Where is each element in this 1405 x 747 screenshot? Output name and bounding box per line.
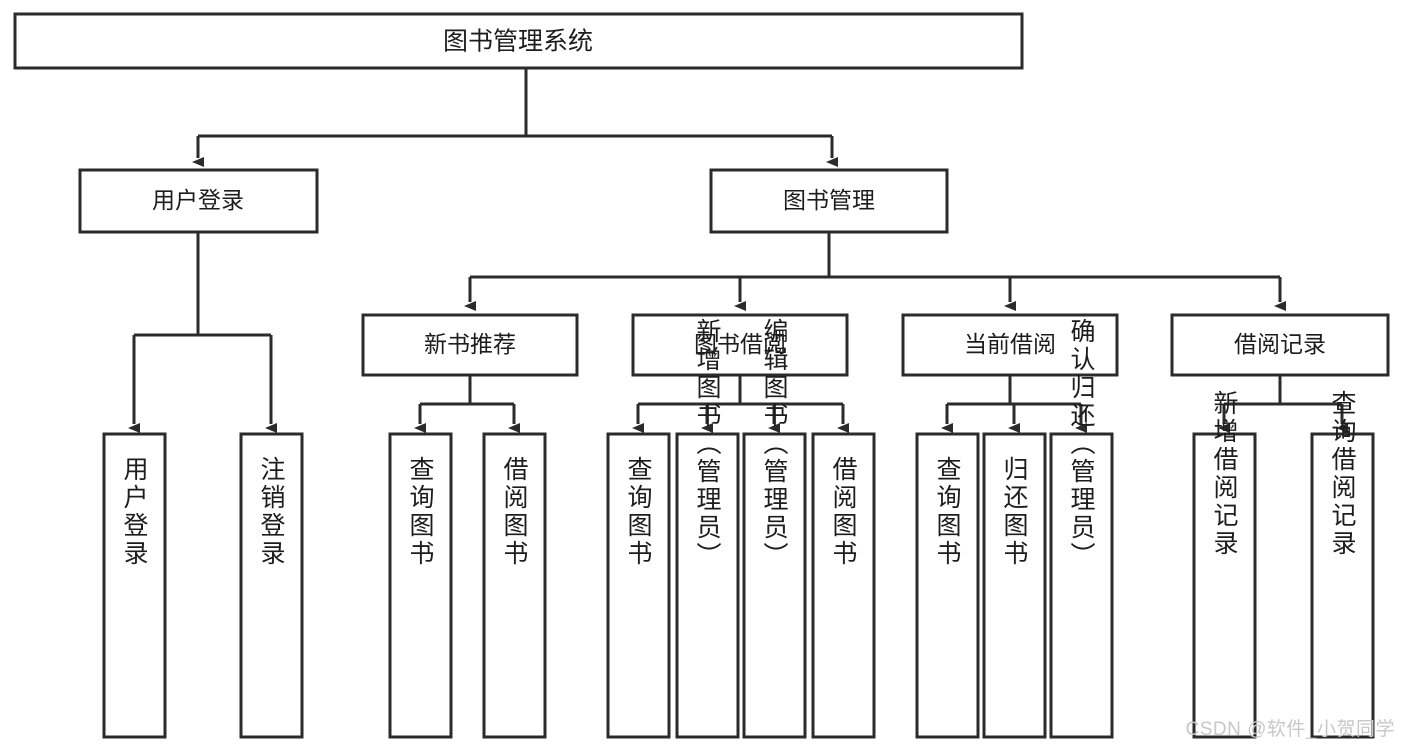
node-new-book-recommend[interactable]: 新书推荐 [361, 313, 579, 377]
leaf-borrow-book-2-label: 借阅图书 [829, 456, 858, 568]
node-current-borrow-label: 当前借阅 [964, 331, 1056, 357]
node-book-manage[interactable]: 图书管理 [709, 168, 949, 234]
node-user-login-label: 用户登录 [152, 187, 244, 213]
leaf-edit-book-label: 编辑图书（管理员） [760, 318, 789, 570]
leaf-user-login-label: 用户登录 [120, 456, 149, 568]
leaf-query-book-1[interactable]: 查询图书 [388, 432, 453, 739]
edge-borrow-record-to-leaves [1218, 375, 1348, 433]
leaf-query-record[interactable]: 查询借阅记录 [1310, 390, 1375, 739]
leaf-query-record-label: 查询借阅记录 [1328, 390, 1357, 558]
edge-book-borrow-to-leaves [632, 375, 849, 433]
leaf-add-record-label: 新增借阅记录 [1210, 390, 1239, 558]
leaf-query-book-3-label: 查询图书 [933, 456, 962, 568]
node-book-borrow[interactable]: 图书借阅 [631, 313, 849, 377]
leaf-return-book[interactable]: 归还图书 [982, 432, 1047, 739]
edge-current-borrow-to-leaves [941, 375, 1087, 433]
node-new-book-recommend-label: 新书推荐 [424, 331, 516, 357]
leaf-confirm-return[interactable]: 确认归还（管理员） [1049, 318, 1114, 739]
node-borrow-record[interactable]: 借阅记录 [1170, 313, 1390, 377]
leaf-return-book-label: 归还图书 [1000, 456, 1029, 568]
leaf-query-book-1-label: 查询图书 [406, 456, 435, 568]
edge-user-login-to-leaves [128, 232, 277, 433]
node-root[interactable]: 图书管理系统 [13, 12, 1024, 70]
leaf-edit-book[interactable]: 编辑图书（管理员） [742, 318, 807, 739]
edge-new-book-recommend-to-leaves [414, 375, 520, 433]
leaf-borrow-book-2[interactable]: 借阅图书 [811, 432, 876, 739]
leaf-add-book[interactable]: 新增图书（管理员） [675, 318, 740, 739]
leaf-logout-login-label: 注销登录 [257, 456, 286, 568]
leaf-query-book-2-label: 查询图书 [624, 456, 653, 568]
leaf-query-book-3[interactable]: 查询图书 [915, 432, 980, 739]
leaf-add-record[interactable]: 新增借阅记录 [1192, 390, 1257, 739]
node-user-login[interactable]: 用户登录 [78, 168, 319, 234]
leaf-query-book-2[interactable]: 查询图书 [606, 432, 671, 739]
leaf-user-login[interactable]: 用户登录 [102, 432, 167, 739]
node-root-label: 图书管理系统 [443, 28, 593, 56]
edge-root-to-level2 [192, 68, 838, 167]
leaf-borrow-book-1-label: 借阅图书 [500, 456, 529, 568]
edge-book-manage-to-level3 [464, 232, 1286, 311]
leaf-confirm-return-label: 确认归还（管理员） [1067, 318, 1096, 570]
node-borrow-record-label: 借阅记录 [1234, 331, 1326, 357]
leaf-borrow-book-1[interactable]: 借阅图书 [482, 432, 547, 739]
node-book-borrow-label: 图书借阅 [694, 331, 786, 357]
leaf-add-book-label: 新增图书（管理员） [693, 318, 722, 570]
leaf-logout-login[interactable]: 注销登录 [239, 432, 304, 739]
node-book-manage-label: 图书管理 [783, 187, 875, 213]
node-current-borrow[interactable]: 当前借阅 [901, 313, 1119, 377]
